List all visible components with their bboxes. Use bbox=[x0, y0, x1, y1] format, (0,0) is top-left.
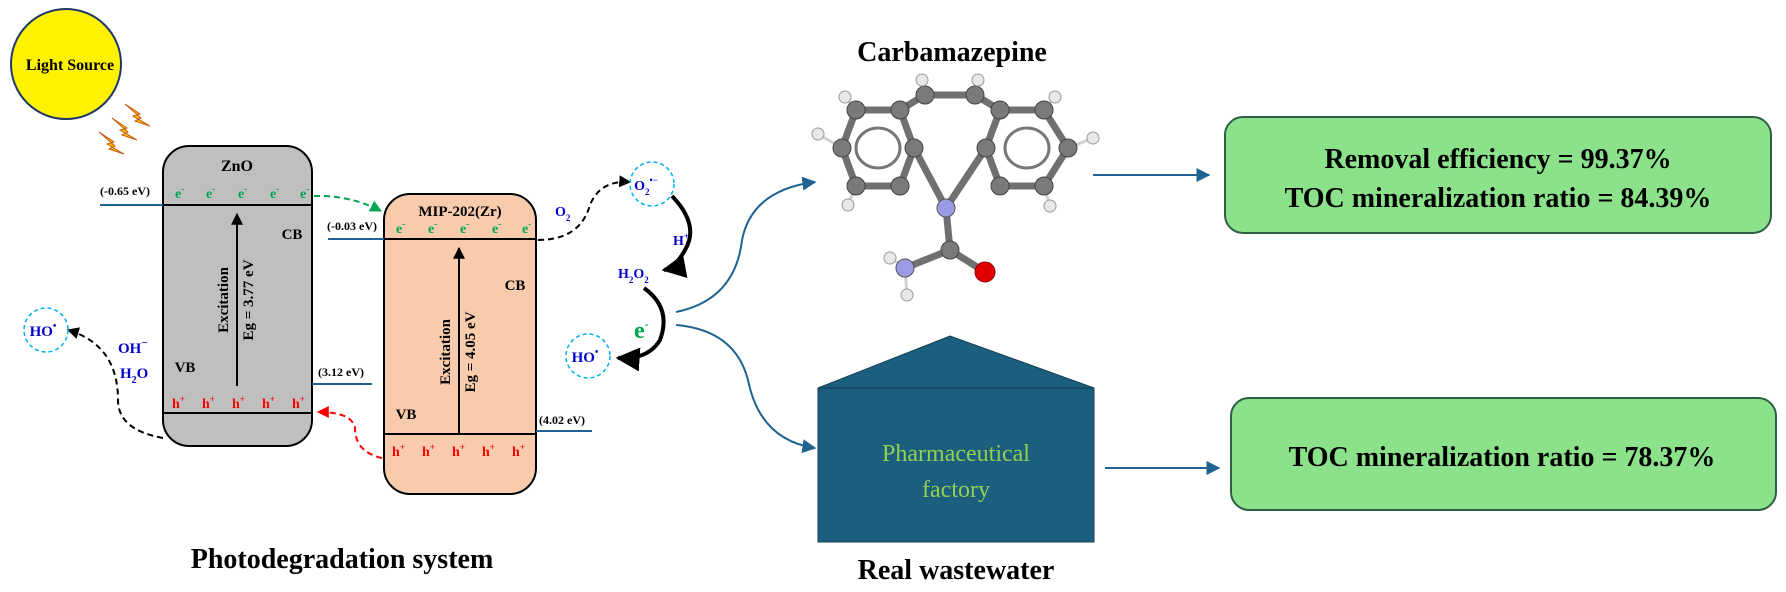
electron-transfer-arrow bbox=[313, 194, 383, 212]
mip-holes: h+ h+ h+ h+ h+ bbox=[392, 442, 525, 460]
mip-cb-label: CB bbox=[505, 278, 526, 294]
svg-text:h+: h+ bbox=[392, 442, 405, 460]
mip-electrons: e- e- e- e- e- bbox=[396, 219, 531, 237]
carbamazepine-molecule bbox=[811, 73, 1100, 302]
svg-text:e-: e- bbox=[206, 184, 215, 202]
zno-semiconductor: ZnO CB VB Excitation Eg = 3.77 eV e- e- … bbox=[162, 145, 313, 447]
result-removal-efficiency: Removal efficiency = 99.37% bbox=[1324, 144, 1671, 175]
zno-excitation-label: Excitation bbox=[216, 266, 232, 332]
caption-photodegradation: Photodegradation system bbox=[191, 544, 494, 575]
svg-text:h+: h+ bbox=[482, 442, 495, 460]
hydroxyl-generation-arrow bbox=[66, 327, 164, 439]
caption-real-wastewater: Real wastewater bbox=[858, 555, 1055, 586]
hydroxyl-radical-right: HO• bbox=[565, 333, 611, 379]
water-label: H2O bbox=[120, 366, 148, 386]
svg-text:O2•−: O2•− bbox=[634, 175, 658, 197]
svg-text:e-: e- bbox=[175, 184, 184, 202]
result-toc-ratio-2: TOC mineralization ratio = 78.37% bbox=[1289, 442, 1716, 473]
oxygen-label: O2 bbox=[555, 205, 571, 223]
zno-bandgap-label: Eg = 3.77 eV bbox=[241, 259, 257, 340]
zno-name: ZnO bbox=[221, 158, 253, 175]
mip-semiconductor: MIP-202(Zr) CB VB Excitation Eg = 4.05 e… bbox=[383, 193, 537, 495]
electron-label: e- bbox=[634, 317, 649, 344]
mip-cb-energy: (-0.03 eV) bbox=[327, 219, 377, 233]
svg-text:e-: e- bbox=[238, 184, 247, 202]
flow-arrow-to-wastewater bbox=[675, 324, 817, 454]
light-source-label: Light Source bbox=[26, 57, 114, 74]
factory-label-line2: factory bbox=[922, 477, 990, 503]
peroxide-to-hydroxyl-arrow bbox=[615, 286, 666, 372]
superoxide-to-peroxide-arrow bbox=[661, 194, 693, 278]
hole-transfer-arrow bbox=[316, 406, 383, 459]
svg-text:e-: e- bbox=[396, 219, 405, 237]
zno-cb-label: CB bbox=[282, 227, 303, 243]
result-toc-ratio-1: TOC mineralization ratio = 84.39% bbox=[1285, 183, 1712, 214]
svg-text:e-: e- bbox=[522, 219, 531, 237]
svg-text:e-: e- bbox=[492, 219, 501, 237]
svg-text:h+: h+ bbox=[172, 394, 185, 412]
mip-excitation-label: Excitation bbox=[438, 318, 454, 384]
hydroxide-label: OH− bbox=[118, 337, 148, 357]
svg-text:e-: e- bbox=[300, 184, 309, 202]
mip-bandgap-label: Eg = 4.05 eV bbox=[463, 311, 479, 392]
hydrogen-peroxide-label: H2O2 bbox=[618, 267, 649, 285]
svg-text:e-: e- bbox=[270, 184, 279, 202]
zno-vb-energy: (3.12 eV) bbox=[318, 365, 364, 379]
light-source: Light Source bbox=[10, 8, 122, 120]
svg-text:h+: h+ bbox=[452, 442, 465, 460]
svg-text:e-: e- bbox=[460, 219, 469, 237]
zno-electrons: e- e- e- e- e- bbox=[175, 184, 309, 202]
proton-label: H+ bbox=[673, 231, 689, 249]
svg-text:h+: h+ bbox=[422, 442, 435, 460]
flow-arrow-to-carbamazepine bbox=[675, 176, 817, 313]
svg-text:e-: e- bbox=[428, 219, 437, 237]
svg-text:h+: h+ bbox=[232, 394, 245, 412]
mip-name: MIP-202(Zr) bbox=[418, 204, 501, 220]
superoxide-generation-arrow bbox=[537, 175, 632, 241]
svg-text:h+: h+ bbox=[512, 442, 525, 460]
svg-text:HO•: HO• bbox=[572, 347, 599, 366]
result-box-wastewater: TOC mineralization ratio = 78.37% bbox=[1230, 397, 1777, 511]
zno-holes: h+ h+ h+ h+ h+ bbox=[172, 394, 305, 412]
superoxide-radical: O2•− bbox=[629, 161, 675, 207]
svg-text:HO•: HO• bbox=[30, 321, 57, 340]
mip-vb-label: VB bbox=[396, 407, 417, 423]
svg-text:h+: h+ bbox=[262, 394, 275, 412]
factory-building: Pharmaceutical factory bbox=[817, 335, 1095, 543]
caption-carbamazepine: Carbamazepine bbox=[857, 37, 1047, 68]
zno-vb-label: VB bbox=[175, 360, 196, 376]
svg-text:h+: h+ bbox=[202, 394, 215, 412]
hydroxyl-radical-left: HO• bbox=[23, 307, 69, 353]
zno-cb-energy: (-0.65 eV) bbox=[100, 184, 150, 198]
svg-text:h+: h+ bbox=[292, 394, 305, 412]
result-box-carbamazepine: Removal efficiency = 99.37% TOC minerali… bbox=[1224, 116, 1772, 234]
mip-vb-energy: (4.02 eV) bbox=[539, 413, 585, 427]
factory-label-line1: Pharmaceutical bbox=[882, 441, 1030, 467]
lightning-bolt-icon bbox=[98, 103, 151, 155]
